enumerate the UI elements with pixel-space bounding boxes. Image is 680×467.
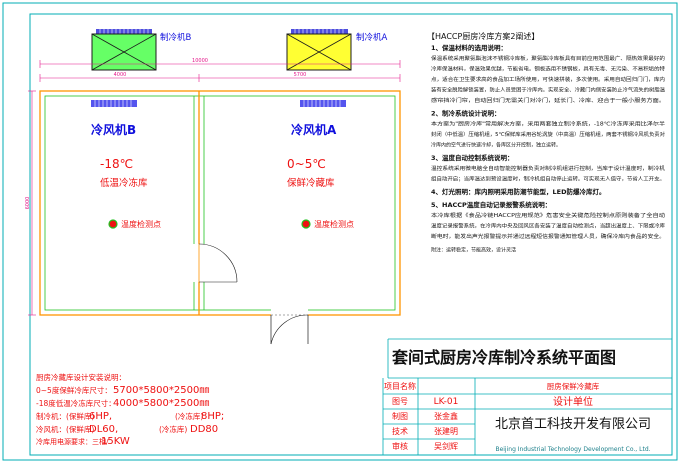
plan-text-line: 附注：运转稳定，节能高效，设计灵活: [431, 247, 516, 254]
tb-tech-value: 张建明: [434, 426, 458, 436]
plan-section-title: 1、保温材料的选用说明：: [431, 43, 507, 52]
plan-text-line: 冷库保温材料，保温效果优越，节能省电。钢板选用不锈钢板，具有无毒、无污染、不易积…: [431, 66, 665, 73]
plan-section-title: 2、制冷系统设计说明：: [431, 109, 501, 118]
room-b-fan-label: 冷风机B: [91, 122, 136, 137]
sensor-point-a: [301, 219, 311, 229]
dim-left: 4000: [114, 72, 127, 78]
spec-line5-label: 冷库用电源要求：三相/: [36, 437, 109, 446]
evaporator-fan-a: [300, 100, 346, 107]
dimension-lines: [28, 60, 401, 316]
spec-line4-b-label: (冷冻库): [159, 424, 187, 434]
dim-height: 6000: [25, 197, 31, 210]
plan-text-line: 温度记录报警系统，在冷库内中央及回风区各安装了温度自动检测点，当超出温度上、下限…: [431, 223, 665, 230]
spec-line1-value: 5700*5800*2500㎜: [113, 385, 209, 396]
spec-line2-label: -18度低温冷冻库尺寸：: [36, 398, 116, 408]
room-a-temp: 0~5℃: [287, 157, 326, 171]
plan-text-line: 冷库内的空气进行快速冷却，各库区分开控制，独立运转。: [431, 142, 561, 149]
tb-review-label: 审核: [392, 441, 408, 451]
spec-line1-label: 0~5度保鲜冷库尺寸：: [36, 385, 112, 395]
plan-text-line: 本冷库根据《食品冷链HACCP应用规范》危害安全关键危险控制点原则装备了全自动: [431, 212, 665, 219]
unit-a-label: 制冷机A: [356, 32, 388, 43]
drawing-main-title: 套间式厨房冷库制冷系统平面图: [391, 348, 616, 367]
plan-header: 【HACCP厨房冷库方案2阐述】: [427, 31, 539, 41]
tb-design-unit: 设计单位: [553, 395, 593, 408]
evaporator-fan-b: [91, 100, 137, 107]
tb-number-value: LK-01: [434, 397, 459, 407]
spec-line2-value: 4000*5800*2500㎜: [113, 398, 209, 409]
plan-text-line: 点，适合在卫生要求高的食品加工场所使用，可快速拼装，多次使用。采用自动回归门门，…: [431, 76, 665, 83]
spec-title: 厨房冷藏库设计安装说明：: [36, 372, 126, 382]
spec-line3-a-label: 制冷机：(保鲜库): [36, 411, 94, 421]
plan-text-line: 断电时，能发出声光报警提示并通过远程短信报警通知管理人员，确保冷库内食品的安全。: [431, 233, 665, 240]
room-a-name: 保鲜冷藏库: [287, 177, 335, 189]
tb-project-value: 厨房保鲜冷藏库: [547, 381, 600, 391]
spec-line5-value: 15KW: [101, 436, 130, 447]
sheet-inner-frame: [29, 13, 673, 456]
room-b-temp: -18℃: [100, 157, 133, 171]
plan-text-line: 封闭（中低温）压缩机组，5℃保鲜库采用谷轮涡旋（中高温）压缩机组，两套不锈钢冷风…: [431, 131, 665, 138]
title-block: [382, 338, 672, 455]
tb-project-label: 项目名称: [384, 381, 416, 391]
spec-line3-a-value: 6HP,: [89, 411, 112, 422]
room-a-fan-label: 冷风机A: [291, 122, 337, 137]
dim-right: 5700: [294, 72, 307, 78]
plan-text-line: 本方案为"厨房冷库"常用解决方案，采用两套独立制冷系统，-18℃冷冻库采用比泽尔…: [431, 121, 665, 128]
entry-door: [270, 308, 309, 345]
spec-line3-b-label: (冷冻库): [175, 411, 203, 421]
sensor-point-b: [108, 219, 118, 229]
sensor-b-label: 温度检测点: [121, 219, 161, 229]
plan-section-title: 3、温度自动控制系统说明：: [431, 153, 514, 162]
tb-drawn-label: 制图: [392, 411, 408, 421]
plan-section-title: 5、HACCP温度自动记录报警系统说明：: [431, 200, 551, 209]
sheet-outer-frame: [2, 2, 678, 461]
spec-line4-a-value: DL60,: [89, 424, 118, 435]
unit-b-label: 制冷机B: [160, 32, 192, 43]
spec-line3-b-value: 8HP;: [201, 411, 224, 422]
spec-block: 厨房冷藏库设计安装说明： 0~5度保鲜冷库尺寸： 5700*5800*2500㎜…: [36, 372, 224, 447]
plan-text-line: 保温系统采用聚氨酯泡沫不锈钢冷库板，聚氨酯冷库板具有目前应用范围最广、隔热效果最…: [431, 55, 665, 62]
partition-door: [193, 243, 238, 283]
plan-text-line: 组自动开启；当库温达到预设温度时，制冷机组自动停止运转。可实现无人值守，节省人工…: [431, 176, 665, 183]
sensor-a-label: 温度检测点: [314, 219, 354, 229]
room-b-name: 低温冷冻库: [100, 177, 148, 189]
spec-line4-a-label: 冷风机：(保鲜库): [36, 424, 94, 434]
plan-text-line: 装有安全脱险解锁装置，防止人员受困于冷库内。实现安全、冷藏门内侧安装防止冷气流失…: [431, 87, 665, 94]
dim-total: 10000: [192, 58, 208, 64]
tb-number-label: 图号: [392, 397, 408, 406]
spec-line4-b-value: DD80: [190, 424, 218, 435]
tb-tech-label: 技术: [392, 426, 408, 436]
company-name-cn: 北京首工科技开发有限公司: [495, 416, 651, 432]
tb-review-value: 吴剑辉: [434, 441, 458, 451]
company-name-en: Beijing Industrial Technology Developmen…: [495, 446, 650, 453]
plan-description: 【HACCP厨房冷库方案2阐述】 1、保温材料的选用说明： 保温系统采用聚氨酯泡沫不…: [427, 31, 665, 254]
plan-section-title: 4、灯光照明：库内照明采用防潮节能型，LED防爆冷库灯。: [431, 187, 606, 196]
plan-text-line: 温控系统采用微电脑全自动智能控制器负责对制冷机组进行控制，当库于设计温度时，制冷…: [431, 165, 665, 172]
tb-drawn-value: 张金鑫: [434, 411, 458, 421]
plan-text-line: 感帘挡冷门帘，自动回归门无需关门对冷门，延长门、冷库、迎合于一般小服务方面。: [431, 97, 665, 104]
